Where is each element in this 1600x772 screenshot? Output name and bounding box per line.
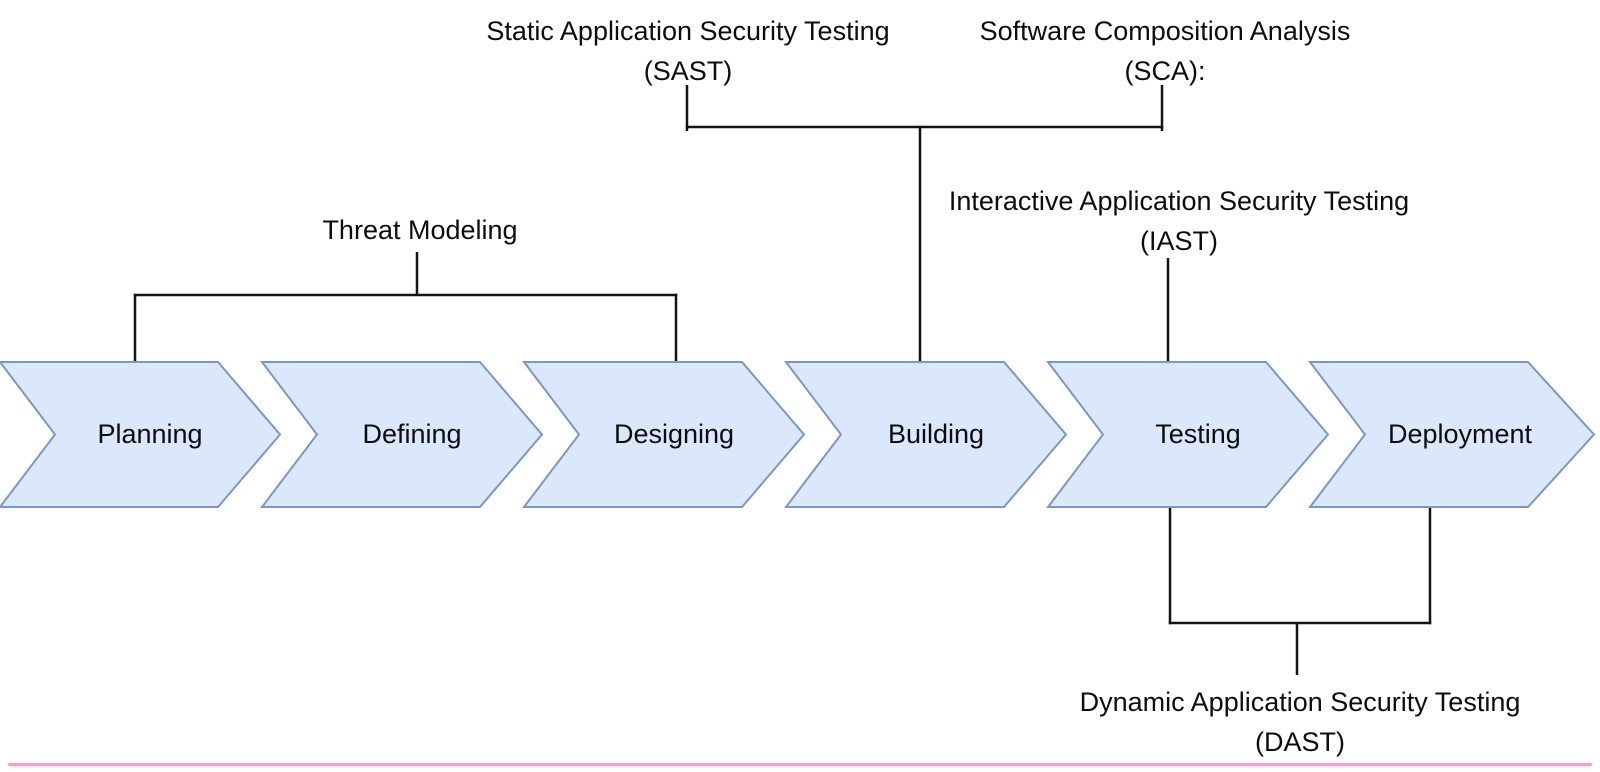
- chevron-testing: [1045, 361, 1330, 508]
- annotation-sca: Software Composition Analysis (SCA):: [915, 11, 1415, 91]
- stage-label-testing: Testing: [1155, 419, 1241, 449]
- chevron-building: [783, 361, 1068, 508]
- annotation-sast-line1: Static Application Security Testing: [486, 16, 890, 46]
- chevron-designing: [521, 361, 806, 508]
- annotation-sca-line1: Software Composition Analysis: [979, 16, 1351, 46]
- annotation-iast-line2: (IAST): [1140, 226, 1218, 256]
- annotation-sast-line2: (SAST): [643, 56, 733, 86]
- stage-label-defining: Defining: [362, 419, 462, 449]
- annotation-dast-line2: (DAST): [1255, 727, 1345, 757]
- annotation-iast-line1: Interactive Application Security Testing: [948, 186, 1410, 216]
- stage-label-designing: Designing: [613, 419, 735, 449]
- annotation-dast: Dynamic Application Security Testing (DA…: [1050, 682, 1550, 762]
- bottom-progress-line: [8, 763, 1592, 766]
- chevron-deployment: [1307, 361, 1596, 508]
- stage-label-deployment: Deployment: [1387, 419, 1533, 449]
- annotation-sast: Static Application Security Testing (SAS…: [438, 11, 938, 91]
- annotation-dast-line1: Dynamic Application Security Testing: [1079, 687, 1521, 717]
- annotation-threat-modeling-label: Threat Modeling: [322, 215, 518, 245]
- stage-label-building: Building: [887, 419, 985, 449]
- stage-label-planning: Planning: [97, 419, 203, 449]
- annotation-sca-line2: (SCA):: [1124, 56, 1206, 86]
- annotation-threat-modeling: Threat Modeling: [270, 212, 570, 248]
- chevron-planning: [0, 361, 282, 508]
- chevron-defining: [259, 361, 544, 508]
- annotation-iast: Interactive Application Security Testing…: [924, 181, 1434, 261]
